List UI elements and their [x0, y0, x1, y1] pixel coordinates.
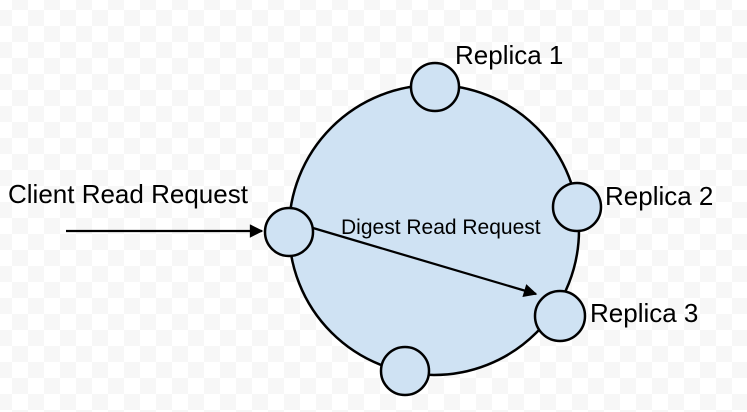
- digest-read-request-arrow: [312, 226, 538, 298]
- replica-1-label: Replica 1: [455, 40, 563, 70]
- node-top: [409, 61, 461, 113]
- node-replica-2: [551, 181, 603, 233]
- replica-2-label: Replica 2: [605, 181, 713, 211]
- node-bottom: [379, 345, 431, 397]
- node-coordinator-left: [263, 206, 315, 258]
- digest-read-request-label: Digest Read Request: [341, 216, 541, 239]
- client-read-request-label: Client Read Request: [8, 179, 249, 209]
- node-replica-3: [533, 289, 587, 343]
- replica-3-label: Replica 3: [590, 298, 698, 328]
